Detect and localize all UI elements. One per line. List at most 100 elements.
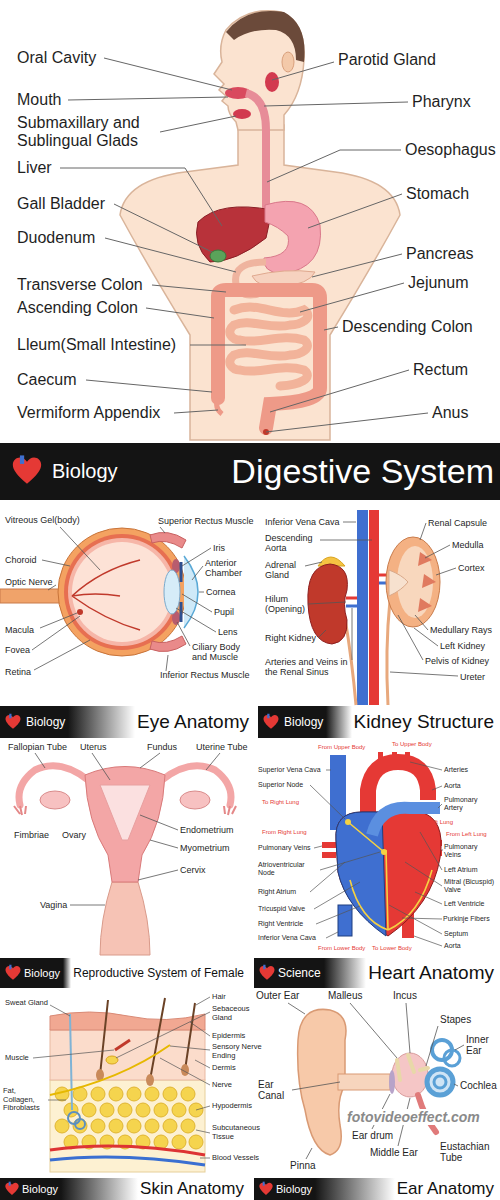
reproductive-figure bbox=[100, 882, 150, 955]
leader-line bbox=[42, 560, 70, 566]
leader-line bbox=[86, 380, 212, 392]
skin-figure bbox=[55, 1119, 69, 1133]
skin-figure bbox=[127, 1087, 141, 1101]
leader-line bbox=[300, 283, 404, 312]
leader-line bbox=[266, 413, 428, 432]
leader-line bbox=[33, 1050, 114, 1058]
leader-line bbox=[420, 523, 426, 540]
part-label: Ear Canal bbox=[258, 1079, 290, 1102]
part-label: From Left Lung bbox=[446, 831, 487, 838]
kidney-figure bbox=[387, 600, 390, 705]
reproductive-figure bbox=[100, 785, 150, 840]
kidney-figure bbox=[389, 570, 408, 596]
part-label: Purkinje Fibers bbox=[443, 915, 497, 923]
skin-figure bbox=[100, 1103, 114, 1117]
leader-line bbox=[318, 630, 326, 638]
leader-line bbox=[343, 522, 356, 523]
leader-line bbox=[442, 849, 443, 851]
heart-figure bbox=[322, 752, 442, 938]
part-label: Choroid bbox=[5, 555, 37, 565]
band-subject: Biology bbox=[22, 1183, 58, 1195]
leader-line bbox=[320, 852, 380, 870]
skin-figure bbox=[154, 1103, 168, 1117]
part-label: Inferior Vena Cava bbox=[265, 517, 340, 527]
part-label: From Right Lung bbox=[262, 829, 307, 836]
title-band: BiologyDigestive System bbox=[0, 443, 500, 500]
part-label: Fovea bbox=[5, 645, 30, 655]
skin-figure bbox=[189, 1135, 203, 1149]
leader-line bbox=[196, 1130, 210, 1133]
part-label: Descending Colon bbox=[342, 318, 473, 336]
eye-figure bbox=[0, 528, 198, 656]
part-label: Mitral (Bicuspid) Valve bbox=[444, 878, 496, 894]
part-label: Inferior Rectus Muscle bbox=[160, 670, 250, 680]
skin-figure bbox=[106, 1056, 118, 1064]
leader-line bbox=[68, 97, 228, 100]
skin-figure bbox=[68, 1112, 80, 1124]
band-title: Digestive System bbox=[231, 452, 494, 491]
leader-line bbox=[33, 997, 210, 1158]
skin-figure bbox=[70, 1014, 72, 1110]
part-label: Pulmonary Veins bbox=[258, 844, 311, 852]
band-title: Skin Anatomy bbox=[140, 1179, 244, 1199]
part-label: Cortex bbox=[458, 563, 485, 573]
part-label: Gall Bladder bbox=[17, 195, 105, 213]
leader-line bbox=[350, 1003, 397, 1058]
leader-line bbox=[288, 1003, 305, 1014]
heart-figure bbox=[381, 849, 387, 855]
leader-line bbox=[415, 615, 428, 630]
kidney-figure bbox=[308, 564, 348, 644]
leader-line bbox=[305, 562, 322, 566]
skin-figure bbox=[136, 1103, 150, 1117]
leader-line bbox=[105, 238, 236, 272]
skin-figure bbox=[118, 1103, 132, 1117]
part-label: Ear drum bbox=[352, 1130, 393, 1142]
part-label: Sweat Gland bbox=[5, 999, 48, 1008]
heart-icon bbox=[4, 964, 22, 982]
part-label: Septum bbox=[444, 930, 468, 938]
part-label: To Left Lung bbox=[420, 819, 453, 826]
part-label: Myometrium bbox=[180, 843, 230, 853]
eye-figure bbox=[150, 636, 186, 652]
part-label: Right Atrium bbox=[258, 888, 296, 896]
part-label: Pancreas bbox=[406, 245, 474, 263]
leader-line bbox=[267, 150, 401, 182]
part-label: Macula bbox=[5, 625, 34, 635]
part-label: Fundus bbox=[147, 742, 177, 752]
eye-figure bbox=[64, 534, 180, 650]
heart-icon bbox=[258, 1181, 274, 1197]
part-label: Epidermis bbox=[212, 1032, 245, 1041]
leader-line bbox=[140, 815, 178, 830]
leader-line bbox=[308, 194, 402, 228]
ear-figure bbox=[444, 1050, 460, 1066]
skin-figure bbox=[50, 1012, 205, 1030]
leader-line bbox=[310, 762, 442, 946]
leader-line bbox=[314, 882, 360, 909]
part-label: Left Atrium bbox=[444, 866, 477, 874]
part-label: Left Kidney bbox=[440, 641, 485, 651]
leader-line bbox=[160, 527, 165, 533]
leader-line bbox=[352, 608, 353, 660]
leader-line bbox=[390, 672, 458, 676]
heart-icon bbox=[4, 713, 22, 731]
leader-line bbox=[415, 892, 442, 904]
leader-line bbox=[426, 1026, 438, 1066]
part-label: Superior Node bbox=[258, 781, 303, 789]
title-band: BiologyReproductive System of Female bbox=[0, 958, 250, 988]
part-label: Descending Aorta bbox=[265, 533, 317, 554]
leader-line bbox=[199, 592, 204, 593]
digestive-figure bbox=[233, 109, 251, 119]
skin-figure bbox=[109, 1119, 123, 1133]
heart-icon bbox=[9, 965, 11, 970]
skin-figure bbox=[163, 1119, 177, 1133]
leader-line bbox=[398, 615, 423, 660]
band-title: Heart Anatomy bbox=[368, 962, 494, 984]
part-label: Fat, Collagen, Fibroblasts bbox=[3, 1087, 47, 1113]
leader-line bbox=[292, 1082, 340, 1090]
digestive-figure bbox=[246, 93, 266, 210]
leader-line bbox=[160, 1058, 210, 1085]
leader-line bbox=[138, 870, 178, 880]
skin-figure bbox=[50, 1157, 205, 1165]
leader-line bbox=[32, 616, 80, 650]
leader-line bbox=[140, 753, 160, 768]
